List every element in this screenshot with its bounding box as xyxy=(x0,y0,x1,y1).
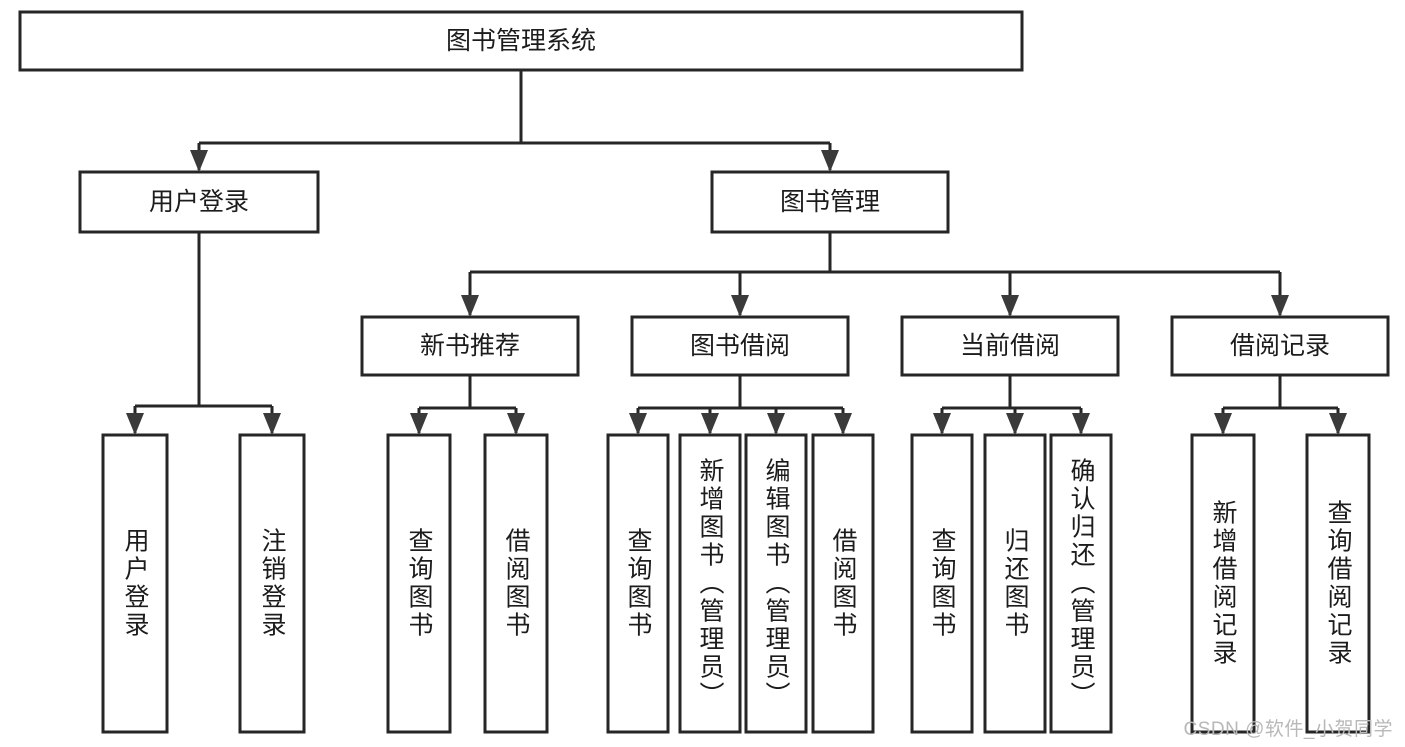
node-query-book-1[interactable]: 查询图书 xyxy=(386,433,452,734)
csdn-watermark: CSDN @软件_小贺同学 xyxy=(1183,719,1393,740)
node-confirm-return-admin[interactable]: 确认归还（管理员） xyxy=(1049,433,1113,734)
arrow-head-icon xyxy=(629,413,647,435)
arrow-head-icon xyxy=(190,150,208,172)
node-user-login-leaf[interactable]: 用户登录 xyxy=(101,433,169,734)
node-borrow-record[interactable]: 借阅记录 xyxy=(1170,315,1390,377)
arrow-head-icon xyxy=(933,413,951,435)
node-edit-book-admin[interactable]: 编辑图书（管理员） xyxy=(744,433,808,734)
node-label: 用户登录 xyxy=(121,528,150,640)
node-box xyxy=(630,315,850,377)
arrow-head-icon xyxy=(834,413,852,435)
node-label: 归还图书 xyxy=(1001,528,1030,640)
node-label: 用户登录 xyxy=(149,188,249,216)
arrow-head-icon xyxy=(731,295,749,317)
node-box xyxy=(386,433,452,734)
arrow-head-icon xyxy=(1214,413,1232,435)
node-return-book[interactable]: 归还图书 xyxy=(983,433,1047,734)
node-label: 新增借阅记录 xyxy=(1209,500,1238,668)
node-query-borrow-record[interactable]: 查询借阅记录 xyxy=(1305,433,1371,734)
node-box xyxy=(238,433,306,734)
arrow-head-icon xyxy=(410,413,428,435)
node-user-login[interactable]: 用户登录 xyxy=(78,170,320,234)
node-book-borrow[interactable]: 图书借阅 xyxy=(630,315,850,377)
node-current-borrow[interactable]: 当前借阅 xyxy=(900,315,1120,377)
arrow-head-icon xyxy=(1001,295,1019,317)
arrow-head-icon xyxy=(1271,295,1289,317)
node-label: 借阅图书 xyxy=(502,528,531,640)
node-label: 图书借阅 xyxy=(690,332,790,360)
node-root[interactable]: 图书管理系统 xyxy=(18,10,1024,72)
node-label: 新增图书（管理员） xyxy=(696,458,725,710)
node-borrow-book-1[interactable]: 借阅图书 xyxy=(483,433,549,734)
arrow-head-icon xyxy=(1006,413,1024,435)
node-label: 借阅图书 xyxy=(829,528,858,640)
arrow-head-icon xyxy=(126,413,144,435)
arrow-head-icon xyxy=(701,413,719,435)
node-add-borrow-record[interactable]: 新增借阅记录 xyxy=(1190,433,1256,734)
node-add-book-admin[interactable]: 新增图书（管理员） xyxy=(678,433,742,734)
node-box xyxy=(360,315,580,377)
node-box xyxy=(910,433,974,734)
arrow-head-icon xyxy=(767,413,785,435)
node-box xyxy=(606,433,670,734)
node-label: 当前借阅 xyxy=(960,332,1060,360)
node-query-book-3[interactable]: 查询图书 xyxy=(910,433,974,734)
node-label: 编辑图书（管理员） xyxy=(762,458,791,710)
node-new-book-recommend[interactable]: 新书推荐 xyxy=(360,315,580,377)
node-label: 图书管理 xyxy=(780,188,880,216)
node-box xyxy=(1049,433,1113,734)
node-label: 查询图书 xyxy=(624,528,653,640)
node-label: 图书管理系统 xyxy=(446,27,596,55)
node-box xyxy=(710,170,950,234)
node-book-manage[interactable]: 图书管理 xyxy=(710,170,950,234)
node-user-logout-leaf[interactable]: 注销登录 xyxy=(238,433,306,734)
arrow-head-icon xyxy=(1072,413,1090,435)
node-borrow-book-2[interactable]: 借阅图书 xyxy=(811,433,875,734)
arrow-head-icon xyxy=(507,413,525,435)
node-label: 查询图书 xyxy=(928,528,957,640)
node-label: 新书推荐 xyxy=(420,332,520,360)
arrow-head-icon xyxy=(263,413,281,435)
node-box xyxy=(483,433,549,734)
node-label: 确认归还（管理员） xyxy=(1067,458,1096,710)
arrow-head-icon xyxy=(821,150,839,172)
arrow-head-icon xyxy=(461,295,479,317)
node-box xyxy=(1170,315,1390,377)
node-box xyxy=(900,315,1120,377)
node-box xyxy=(744,433,808,734)
node-label: 借阅记录 xyxy=(1230,332,1330,360)
node-box xyxy=(811,433,875,734)
node-box xyxy=(983,433,1047,734)
node-label: 注销登录 xyxy=(258,528,287,640)
node-box xyxy=(1190,433,1256,734)
node-box xyxy=(1305,433,1371,734)
node-label: 查询借阅记录 xyxy=(1324,500,1353,668)
node-query-book-2[interactable]: 查询图书 xyxy=(606,433,670,734)
node-box xyxy=(678,433,742,734)
node-box xyxy=(18,10,1024,72)
node-label: 查询图书 xyxy=(405,528,434,640)
node-box xyxy=(101,433,169,734)
arrow-head-icon xyxy=(1329,413,1347,435)
